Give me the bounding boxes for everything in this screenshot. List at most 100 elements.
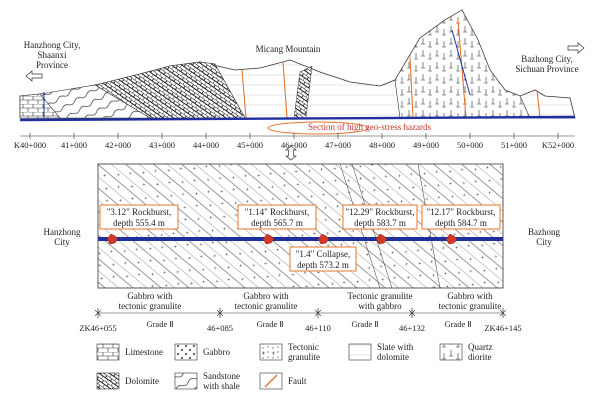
profile-tick-label: 43+000 (149, 140, 175, 150)
sandstone-unit (39, 84, 152, 119)
profile-tick-label: 42+000 (105, 140, 131, 150)
svg-text:with gabbro: with gabbro (358, 301, 402, 311)
event-callout-collapse: "1.4" Collapse, depth 573.2 m (289, 246, 357, 272)
legend-label: diorite (468, 352, 492, 362)
legend-label: Sandstone (203, 371, 240, 381)
svg-text:Gabbro with: Gabbro with (243, 291, 289, 301)
svg-text:Shaanxi: Shaanxi (38, 50, 67, 60)
legend-label: Limestone (125, 347, 163, 357)
rockburst-marker (445, 233, 458, 245)
profile-tick-label: 46+000 (281, 140, 307, 150)
section-chainage-label: ZK46+055 (79, 323, 116, 333)
event-callout-2: "1.14" Rockburst, depth 565.7 m (237, 204, 317, 230)
hazard-label: Section of high geo-stress hazards (308, 122, 431, 132)
section-chainage-label: ZK46+145 (484, 323, 521, 333)
section-tick-cross (499, 309, 507, 317)
legend-swatch (96, 372, 120, 390)
profile-left-city: Hanzhong City, Shaanxi Province (24, 40, 80, 82)
fault-blue (451, 29, 471, 96)
legend-label: Tectonic (288, 342, 319, 352)
legend-swatch (348, 343, 372, 361)
section-right-city: Bazhong City (528, 227, 560, 247)
zoom-connector-icon (285, 145, 297, 161)
section-chainage-label: 46+085 (207, 323, 233, 333)
zone-label-4: Gabbro with tectonic granulite (439, 291, 502, 311)
profile-tick-label: 50+000 (457, 140, 483, 150)
profile-tick-label: 48+000 (369, 140, 395, 150)
legend-label: Slate with (377, 342, 414, 352)
legend-label: dolomite (377, 352, 409, 362)
section-chainage-ticks: ZK46+055 46+085 46+110 46+132 ZK46+145 Grade … (79, 308, 522, 333)
legend-label: granulite (288, 352, 320, 362)
legend-swatch (96, 343, 120, 361)
svg-text:Hanzhong: Hanzhong (44, 227, 81, 237)
svg-text:depth 584.7 m: depth 584.7 m (435, 218, 487, 228)
rockburst-marker (262, 233, 275, 245)
section-chainage-label: 46+132 (399, 323, 425, 333)
svg-text:Gabbro with: Gabbro with (127, 291, 173, 301)
dolomite-unit (94, 61, 246, 119)
legend-item-dolomite: Dolomite (96, 372, 159, 390)
profile-tick-label: 51+000 (501, 140, 527, 150)
event-callout-4: "12.17" Rockburst, depth 584.7 m (421, 204, 501, 230)
legend-label: Quartz (468, 342, 493, 352)
event-callout-1: "3.12" Rockburst, depth 555.4 m (99, 204, 179, 230)
legend-label: Dolomite (125, 376, 159, 386)
fault-swatch-icon (264, 374, 278, 388)
profile-tick-label: 41+000 (61, 140, 87, 150)
rockburst-marker (106, 233, 119, 245)
legend-swatch (259, 343, 283, 361)
tunnel-cross-section: "3.12" Rockburst, depth 555.4 m "1.14" R… (44, 163, 560, 333)
legend-item-gabbro: Gabbro (174, 343, 230, 361)
profile-tick-label: K52+000 (542, 140, 574, 150)
svg-text:tectonic granulite: tectonic granulite (119, 301, 182, 311)
profile-tick-label: 49+000 (413, 140, 439, 150)
left-arrow-icon (25, 70, 43, 82)
granulite-unit (394, 9, 531, 119)
rockburst-marker (317, 233, 330, 245)
rockburst-markers (106, 233, 458, 245)
longitudinal-profile: Section of high geo-stress hazards K40+0… (14, 9, 585, 150)
grade-label: Grade Ⅱ (256, 319, 283, 329)
legend-label: with shale (203, 381, 240, 391)
svg-text:depth 583.7 m: depth 583.7 m (354, 218, 406, 228)
profile-tick-label: 47+000 (325, 140, 351, 150)
section-tick-cross (314, 309, 322, 317)
legend-item-limestone: Limestone (96, 343, 163, 361)
grade-label: Grade Ⅱ (146, 319, 173, 329)
legend-swatch (174, 372, 198, 390)
section-tick-cross (94, 309, 102, 317)
svg-text:depth 573.2 m: depth 573.2 m (297, 260, 349, 270)
section-tick-cross (408, 309, 416, 317)
right-arrow-icon (567, 42, 585, 54)
svg-text:Bazhong City,: Bazhong City, (521, 54, 572, 64)
svg-text:"1.14" Rockburst,: "1.14" Rockburst, (245, 207, 310, 217)
section-tick-cross (216, 309, 224, 317)
svg-text:tectonic granulite: tectonic granulite (439, 301, 502, 311)
profile-tick-label: 44+000 (193, 140, 219, 150)
svg-text:Gabbro with: Gabbro with (447, 291, 493, 301)
tunnel-line-profile (19, 115, 576, 122)
section-chainage-label: 46+110 (305, 323, 331, 333)
event-callout-3: "12.29" Rockburst, depth 583.7 m (342, 204, 418, 230)
svg-text:Sichuan Province: Sichuan Province (515, 64, 578, 74)
svg-text:depth 565.7 m: depth 565.7 m (251, 218, 303, 228)
svg-text:Tectonic granulite: Tectonic granulite (347, 291, 412, 301)
profile-tick-label: 45+000 (237, 140, 263, 150)
svg-text:depth 555.4 m: depth 555.4 m (113, 218, 165, 228)
zone-label-2: Gabbro with tectonic granulite (235, 291, 298, 311)
grade-label: Grade Ⅱ (351, 319, 378, 329)
svg-text:Province: Province (36, 60, 68, 70)
mountain-label: Micang Mountain (256, 44, 321, 54)
rockburst-marker (375, 233, 388, 245)
hazard-ellipse (267, 121, 369, 135)
svg-text:"3.12" Rockburst,: "3.12" Rockburst, (107, 207, 172, 217)
legend-item-fault: Fault (259, 372, 307, 390)
